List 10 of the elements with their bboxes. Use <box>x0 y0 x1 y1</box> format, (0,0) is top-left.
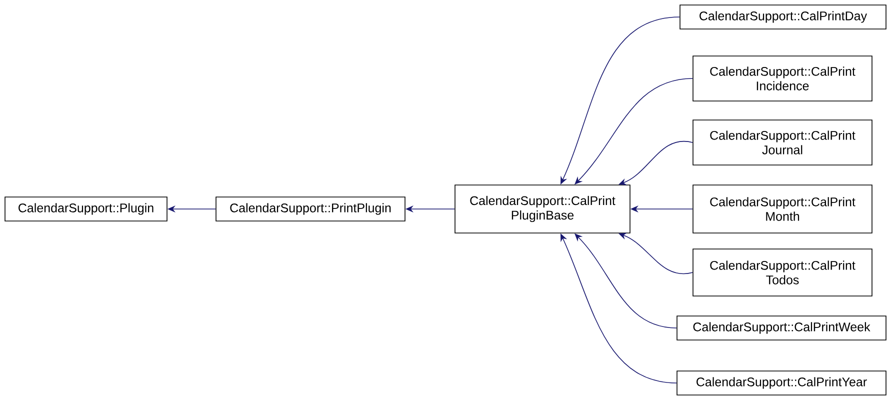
class-box: CalendarSupport::PrintPlugin <box>216 196 406 222</box>
class-box: CalendarSupport::CalPrint Incidence <box>692 56 872 102</box>
class-box: CalendarSupport::CalPrintWeek <box>676 316 886 340</box>
class-box: CalendarSupport::CalPrintDay <box>680 4 886 30</box>
class-box: CalendarSupport::Plugin <box>4 196 168 222</box>
class-box: CalendarSupport::CalPrint Todos <box>692 248 872 296</box>
class-box: CalendarSupport::CalPrint Journal <box>692 120 872 166</box>
class-box: CalendarSupport::CalPrint Month <box>692 184 872 234</box>
class-box: CalendarSupport::CalPrintYear <box>676 370 886 396</box>
class-box: CalendarSupport::CalPrint PluginBase <box>454 184 630 234</box>
